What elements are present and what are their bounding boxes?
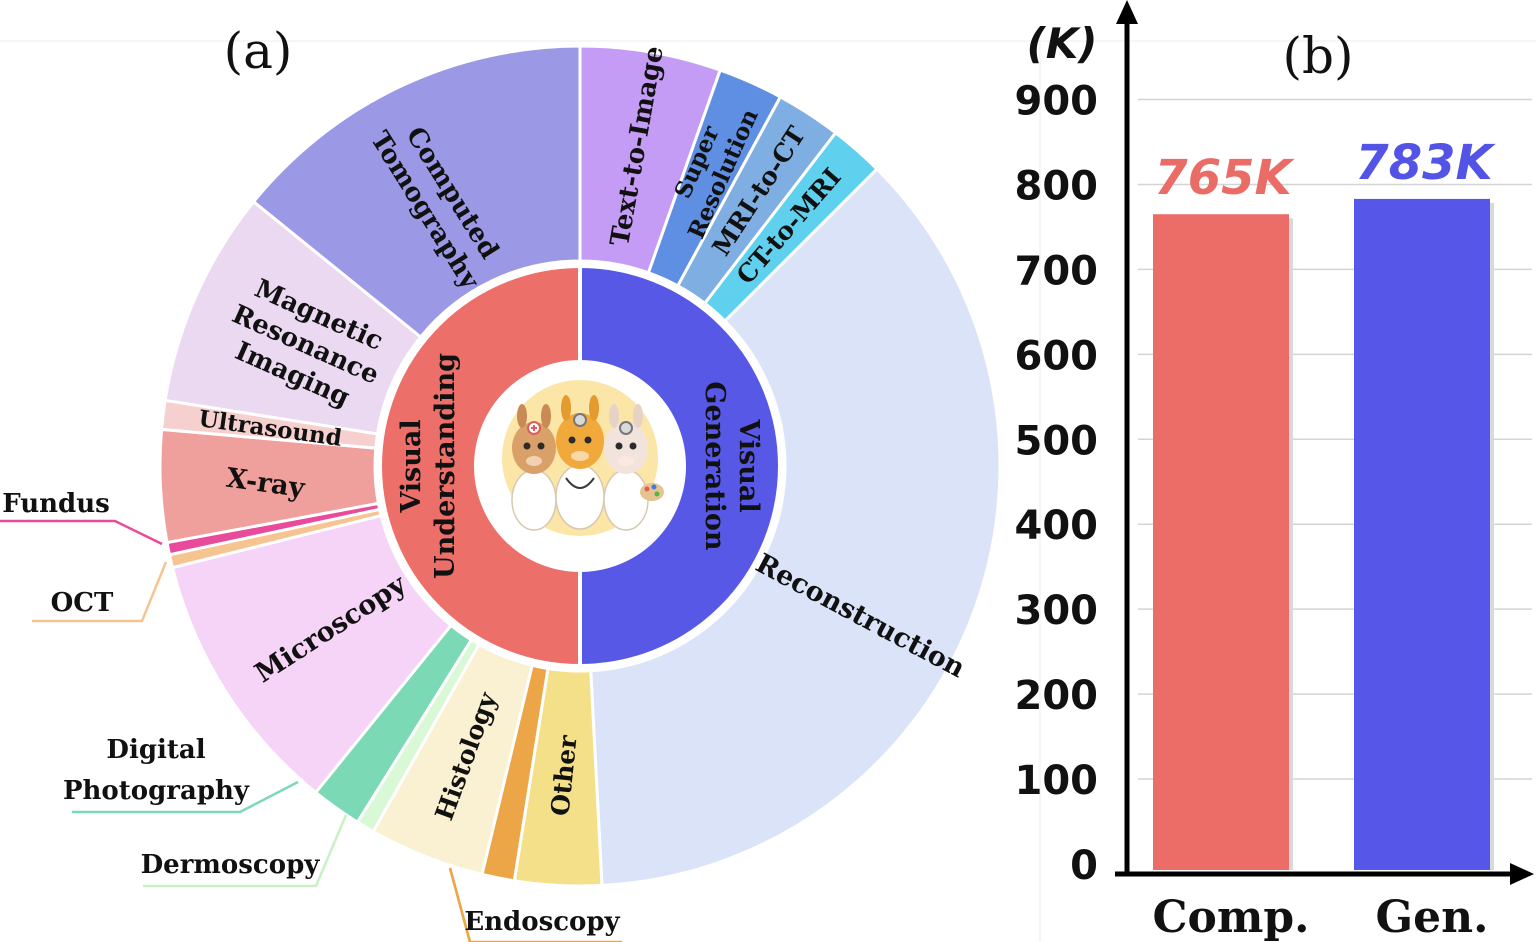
- y-tick-labels: 0 100 200 300 400 500 600 700 800 900: [1015, 79, 1099, 889]
- inner-ring: [378, 263, 782, 669]
- callout-line-text: Fundus: [2, 489, 110, 519]
- data-labels: 765K 783K: [1154, 135, 1496, 206]
- callout-line-text: Digital: [106, 735, 205, 765]
- callout-line-text: OCT: [51, 588, 114, 618]
- y-tick-label-300: 300: [1015, 588, 1099, 634]
- outer-segment-reconstruction: [589, 166, 1002, 888]
- bar-gen: [1354, 198, 1490, 870]
- y-tick-label-900: 900: [1015, 79, 1099, 125]
- callout-line-fundus: [0, 519, 163, 546]
- panel-b-label: (b): [1282, 27, 1353, 85]
- x-tick-labels: Comp. Gen.: [1152, 892, 1488, 942]
- data-label-comp: 765K: [1154, 150, 1295, 206]
- callout-endoscopy: Endoscopy: [464, 907, 620, 937]
- x-tick-label-comp: Comp.: [1152, 892, 1309, 942]
- chart-axes: [1115, 0, 1534, 885]
- callout-underline-endoscopy: [448, 867, 622, 942]
- callout-line-digital-photography: [72, 780, 299, 814]
- y-tick-label-400: 400: [1015, 503, 1099, 549]
- inner-label-line: Visual: [396, 419, 427, 513]
- y-tick-label-700: 700: [1015, 248, 1099, 294]
- callout-oct: OCT: [51, 588, 114, 618]
- callout-line-oct: [32, 561, 168, 623]
- callout-line-text: Photography: [63, 776, 250, 806]
- inner-label-visual-generation: VisualGeneration: [699, 381, 764, 551]
- y-unit-label: (K): [1027, 19, 1098, 68]
- callout-line-text: Endoscopy: [464, 907, 620, 937]
- bar-comp: [1153, 214, 1289, 871]
- y-tick-label-0: 0: [1070, 843, 1098, 889]
- outer-ring: [158, 44, 1002, 888]
- data-label-gen: 783K: [1355, 135, 1496, 191]
- inner-label-line: Understanding: [430, 353, 461, 579]
- inner-label-line: Generation: [699, 381, 730, 551]
- y-tick-label-800: 800: [1015, 163, 1099, 209]
- callout-dermoscopy: Dermoscopy: [141, 850, 321, 880]
- panel-a-label: (a): [224, 22, 293, 80]
- y-tick-label-600: 600: [1015, 333, 1099, 379]
- callout-line-dermoscopy: [143, 814, 348, 888]
- outer-segment-computed-tomography: [251, 44, 582, 340]
- panel-b-bar-chart: (b) (K) 0 100 200 300 400 500 600 700 800 900 765…: [1015, 0, 1534, 942]
- alpaca-doctors-icon: [476, 362, 684, 570]
- y-tick-label-100: 100: [1015, 758, 1099, 804]
- callout-fundus: Fundus: [2, 489, 110, 519]
- inner-label-line: Visual: [733, 418, 764, 512]
- x-tick-label-gen: Gen.: [1376, 892, 1489, 942]
- bars: [1153, 198, 1494, 871]
- callout-line-text: Dermoscopy: [141, 850, 321, 880]
- y-tick-label-200: 200: [1015, 673, 1099, 719]
- y-tick-label-500: 500: [1015, 418, 1099, 464]
